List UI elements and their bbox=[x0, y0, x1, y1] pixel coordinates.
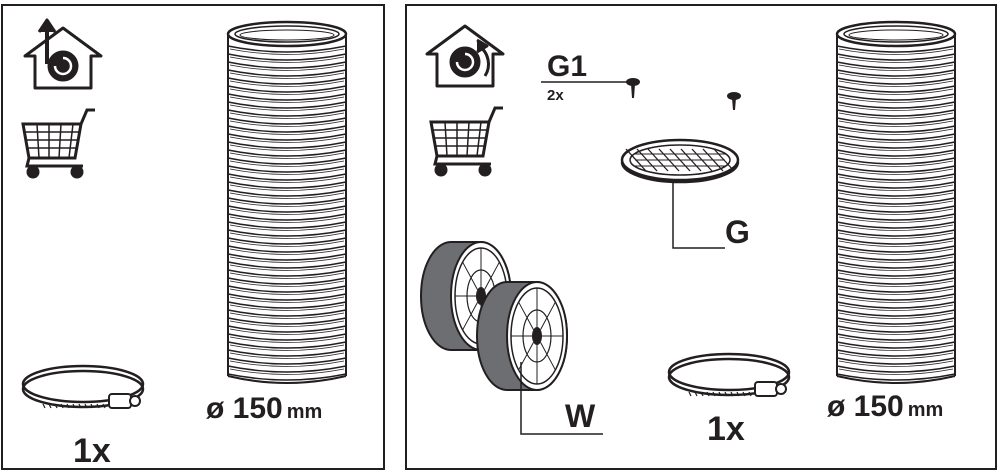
left-panel-drawing bbox=[21, 18, 348, 409]
clamp-quantity: 1x bbox=[707, 410, 745, 448]
screw-icon bbox=[626, 78, 640, 98]
diameter-value: ø 150 bbox=[206, 392, 283, 425]
flexible-hose-icon bbox=[835, 20, 957, 384]
grille-leader-line bbox=[672, 182, 725, 249]
diameter-value: ø 150 bbox=[827, 390, 904, 423]
flexible-hose-icon bbox=[226, 20, 348, 384]
diameter-unit: mm bbox=[286, 401, 323, 423]
hose-clamp-icon bbox=[21, 364, 145, 409]
filter-label: W bbox=[565, 398, 596, 434]
shopping-cart-icon bbox=[21, 108, 95, 179]
grille-label: G bbox=[725, 214, 750, 250]
screw-icon bbox=[727, 92, 741, 110]
shopping-cart-icon bbox=[429, 106, 503, 177]
screw-quantity: 2x bbox=[547, 87, 564, 104]
right-panel-drawing bbox=[420, 20, 957, 435]
diameter-unit: mm bbox=[907, 399, 944, 421]
filter-leader-line bbox=[520, 362, 603, 435]
carbon-filter-icon bbox=[476, 281, 568, 391]
round-grille-icon bbox=[620, 138, 740, 184]
recirculation-house-icon bbox=[425, 24, 505, 88]
hose-clamp-icon bbox=[667, 352, 791, 397]
clamp-quantity: 1x bbox=[73, 432, 111, 470]
ducted-house-icon bbox=[23, 18, 103, 90]
screw-label: G1 bbox=[547, 50, 588, 83]
